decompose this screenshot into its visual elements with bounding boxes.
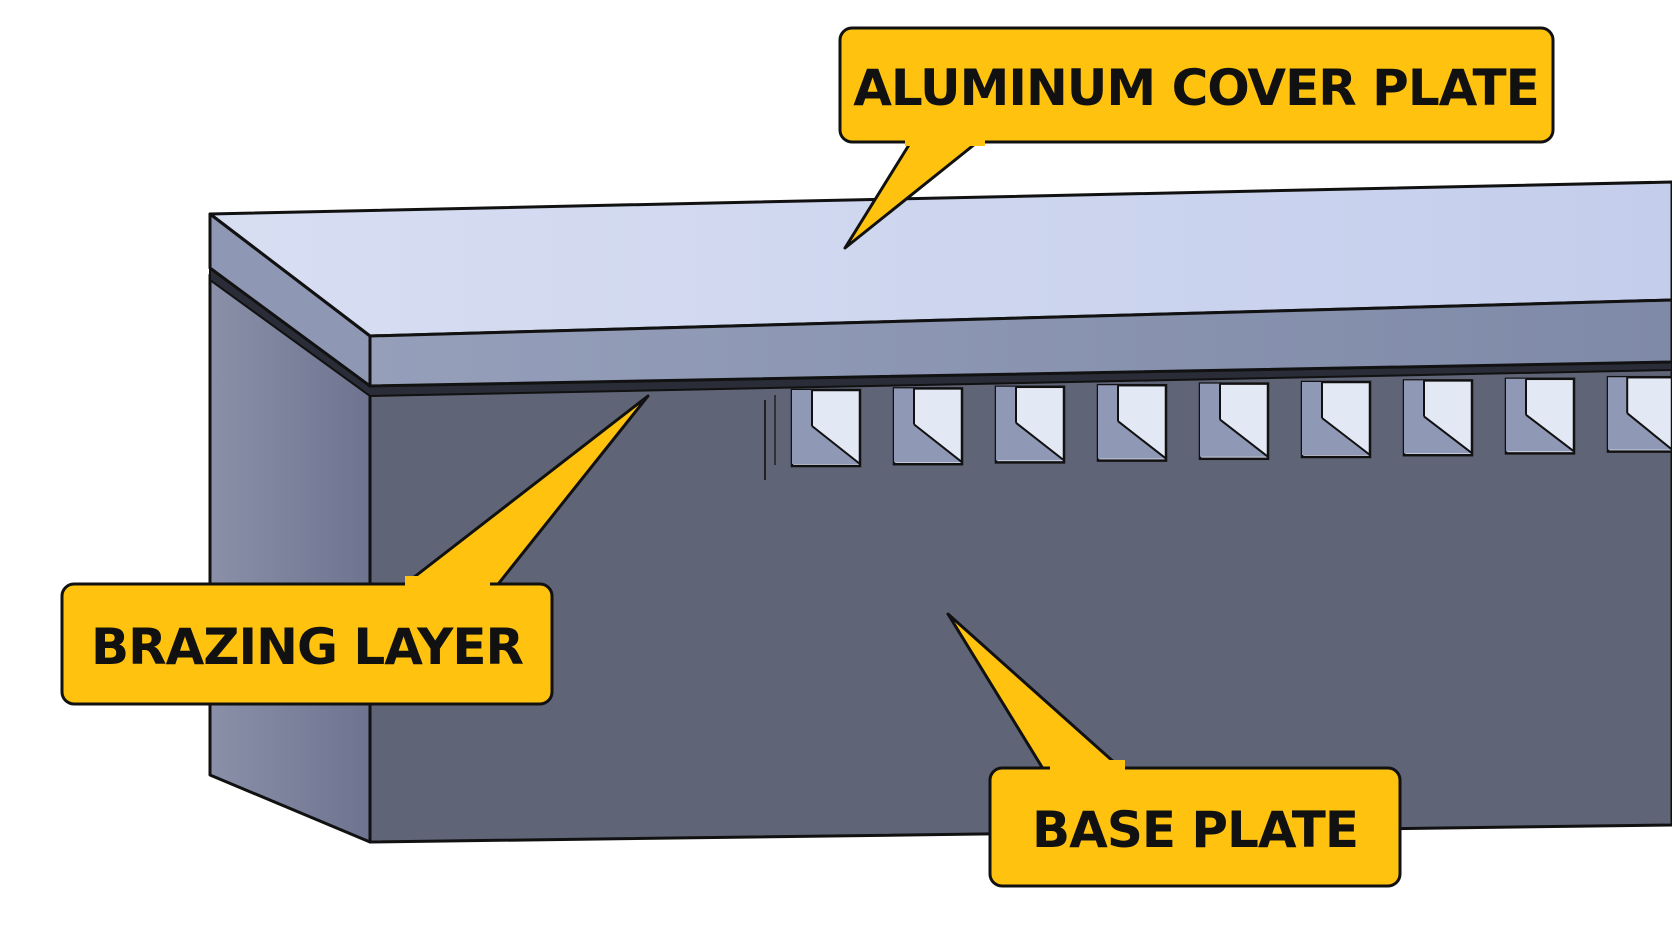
channel-slot bbox=[1606, 375, 1672, 453]
callout-label: ALUMINUM COVER PLATE bbox=[853, 59, 1539, 117]
cover-plate-front-face bbox=[368, 298, 1672, 388]
callout-box bbox=[988, 766, 1402, 888]
channel-slot bbox=[1300, 380, 1372, 459]
callout-cover-plate: ALUMINUM COVER PLATE bbox=[838, 26, 1555, 250]
callout-base-plate: BASE PLATE bbox=[946, 612, 1402, 888]
callout-brazing-layer: BRAZING LAYER bbox=[60, 394, 650, 706]
callout-box bbox=[838, 26, 1555, 144]
channel-slot bbox=[1198, 382, 1270, 461]
channel-slot bbox=[790, 388, 862, 468]
channel-slot bbox=[892, 387, 964, 466]
microchannel-slots bbox=[790, 375, 1672, 468]
channel-slot bbox=[994, 385, 1066, 464]
channel-slot bbox=[1504, 377, 1576, 455]
callout-box bbox=[60, 582, 554, 706]
callout-label: BRAZING LAYER bbox=[91, 618, 524, 676]
channel-slot bbox=[1402, 379, 1474, 457]
callout-label: BASE PLATE bbox=[1032, 801, 1358, 859]
channel-slot bbox=[1096, 383, 1168, 462]
